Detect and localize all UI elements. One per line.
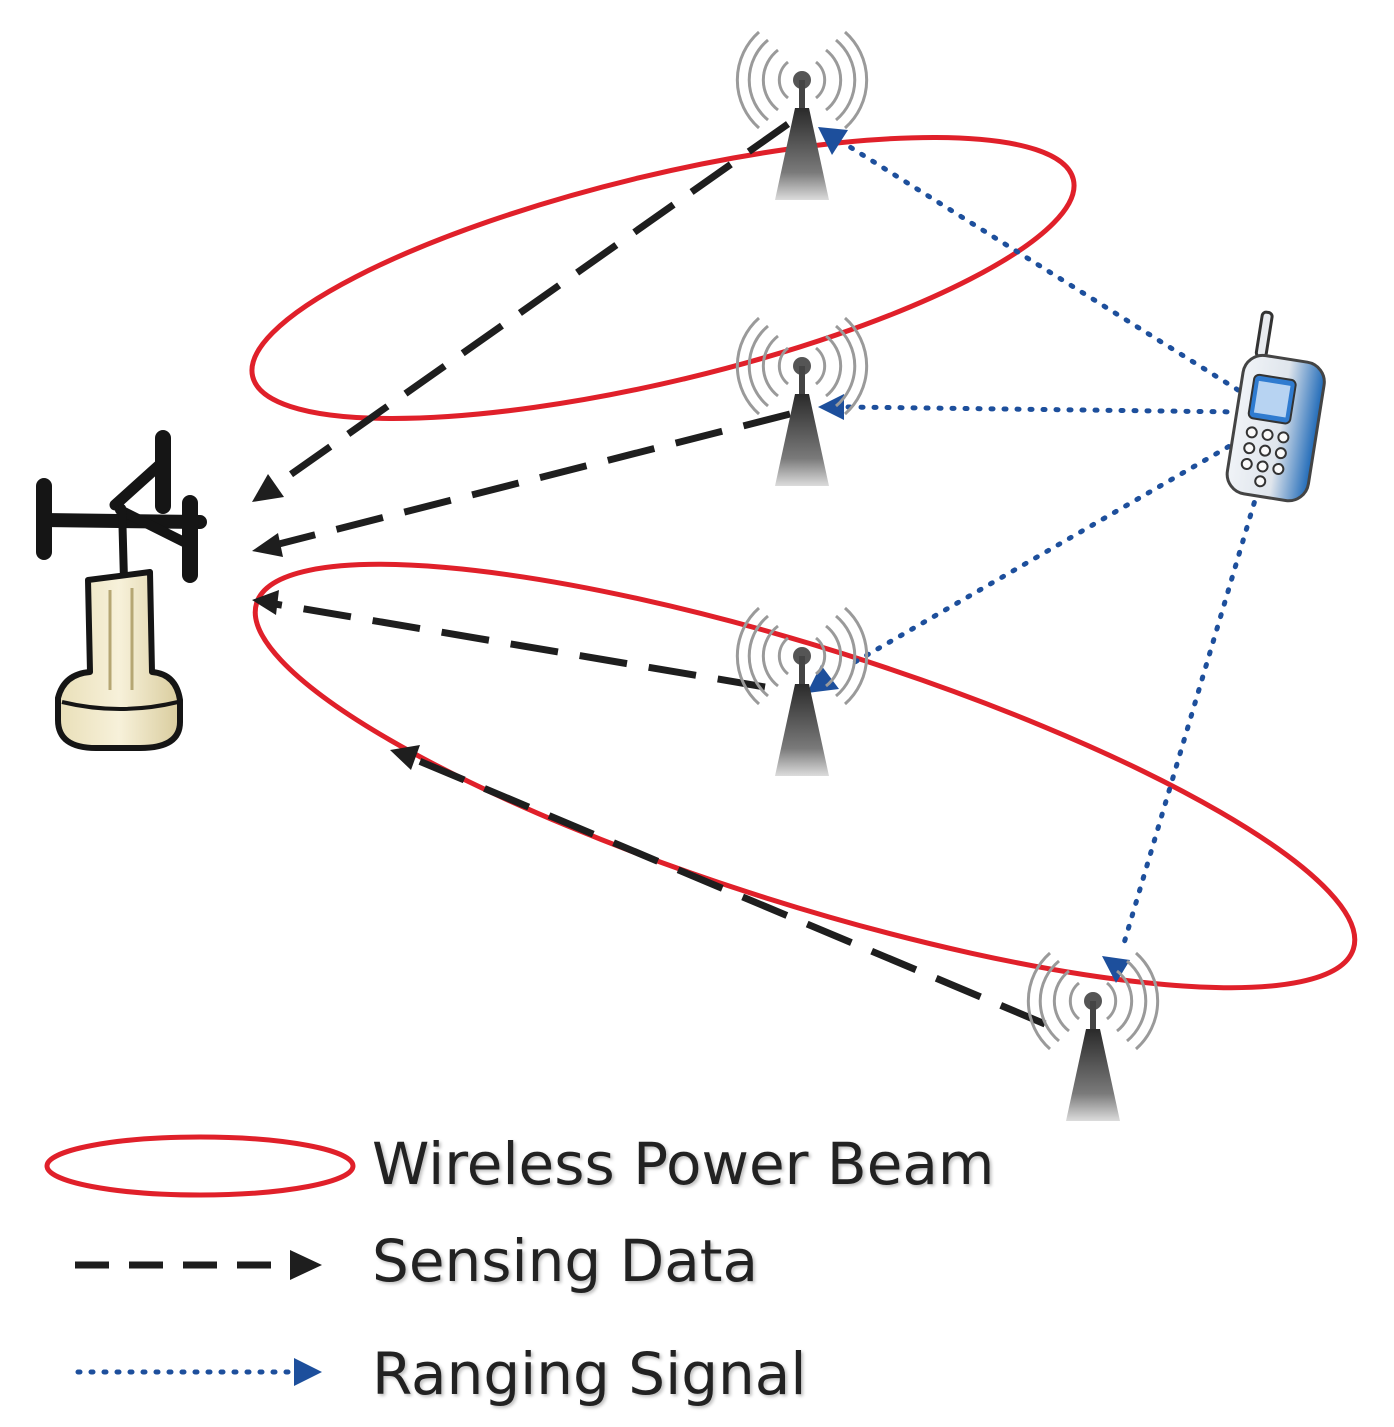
- ranging-arrowhead-1: [818, 127, 848, 155]
- ranging-arrow-1: [839, 139, 1241, 393]
- legend-label-sensing-data: Sensing Data: [372, 1227, 759, 1295]
- sensing-arrow-3: [274, 600, 766, 691]
- legend-ranging-signal-arrowhead: [294, 1358, 322, 1386]
- legend-label-power-beam: Wireless Power Beam: [372, 1130, 995, 1198]
- sensing-arrowhead-4: [390, 745, 420, 770]
- ranging-arrowhead-2: [818, 394, 844, 420]
- sensing-arrowhead-2: [252, 533, 283, 557]
- base-station-icon: [36, 430, 207, 751]
- ranging-arrow-2: [843, 404, 1243, 415]
- power-beam-lower: [252, 561, 1358, 991]
- legend-sensing-data-arrowhead: [290, 1250, 322, 1280]
- sensor-tower-icon: [735, 606, 869, 778]
- sensing-arrowhead-3: [252, 590, 279, 615]
- sensing-arrowhead-1: [252, 474, 284, 502]
- power-beam-upper: [249, 135, 1077, 421]
- sensing-arrow-4: [410, 754, 1047, 1028]
- legend: [44, 1134, 356, 1386]
- sensor-tower-icon: [735, 30, 869, 202]
- sensing-arrow-2: [274, 410, 791, 549]
- ranging-arrowhead-3: [807, 665, 839, 693]
- ranging-arrowhead-4: [1102, 956, 1130, 983]
- sensor-tower-icon: [735, 316, 869, 488]
- mobile-phone-icon: [1225, 310, 1326, 503]
- legend-label-ranging-signal: Ranging Signal: [372, 1340, 807, 1408]
- sensing-arrow-1: [270, 121, 791, 490]
- legend-power-beam-swatch: [44, 1134, 356, 1198]
- ranging-arrow-3: [845, 437, 1243, 669]
- ranging-arrow-4: [1119, 487, 1261, 953]
